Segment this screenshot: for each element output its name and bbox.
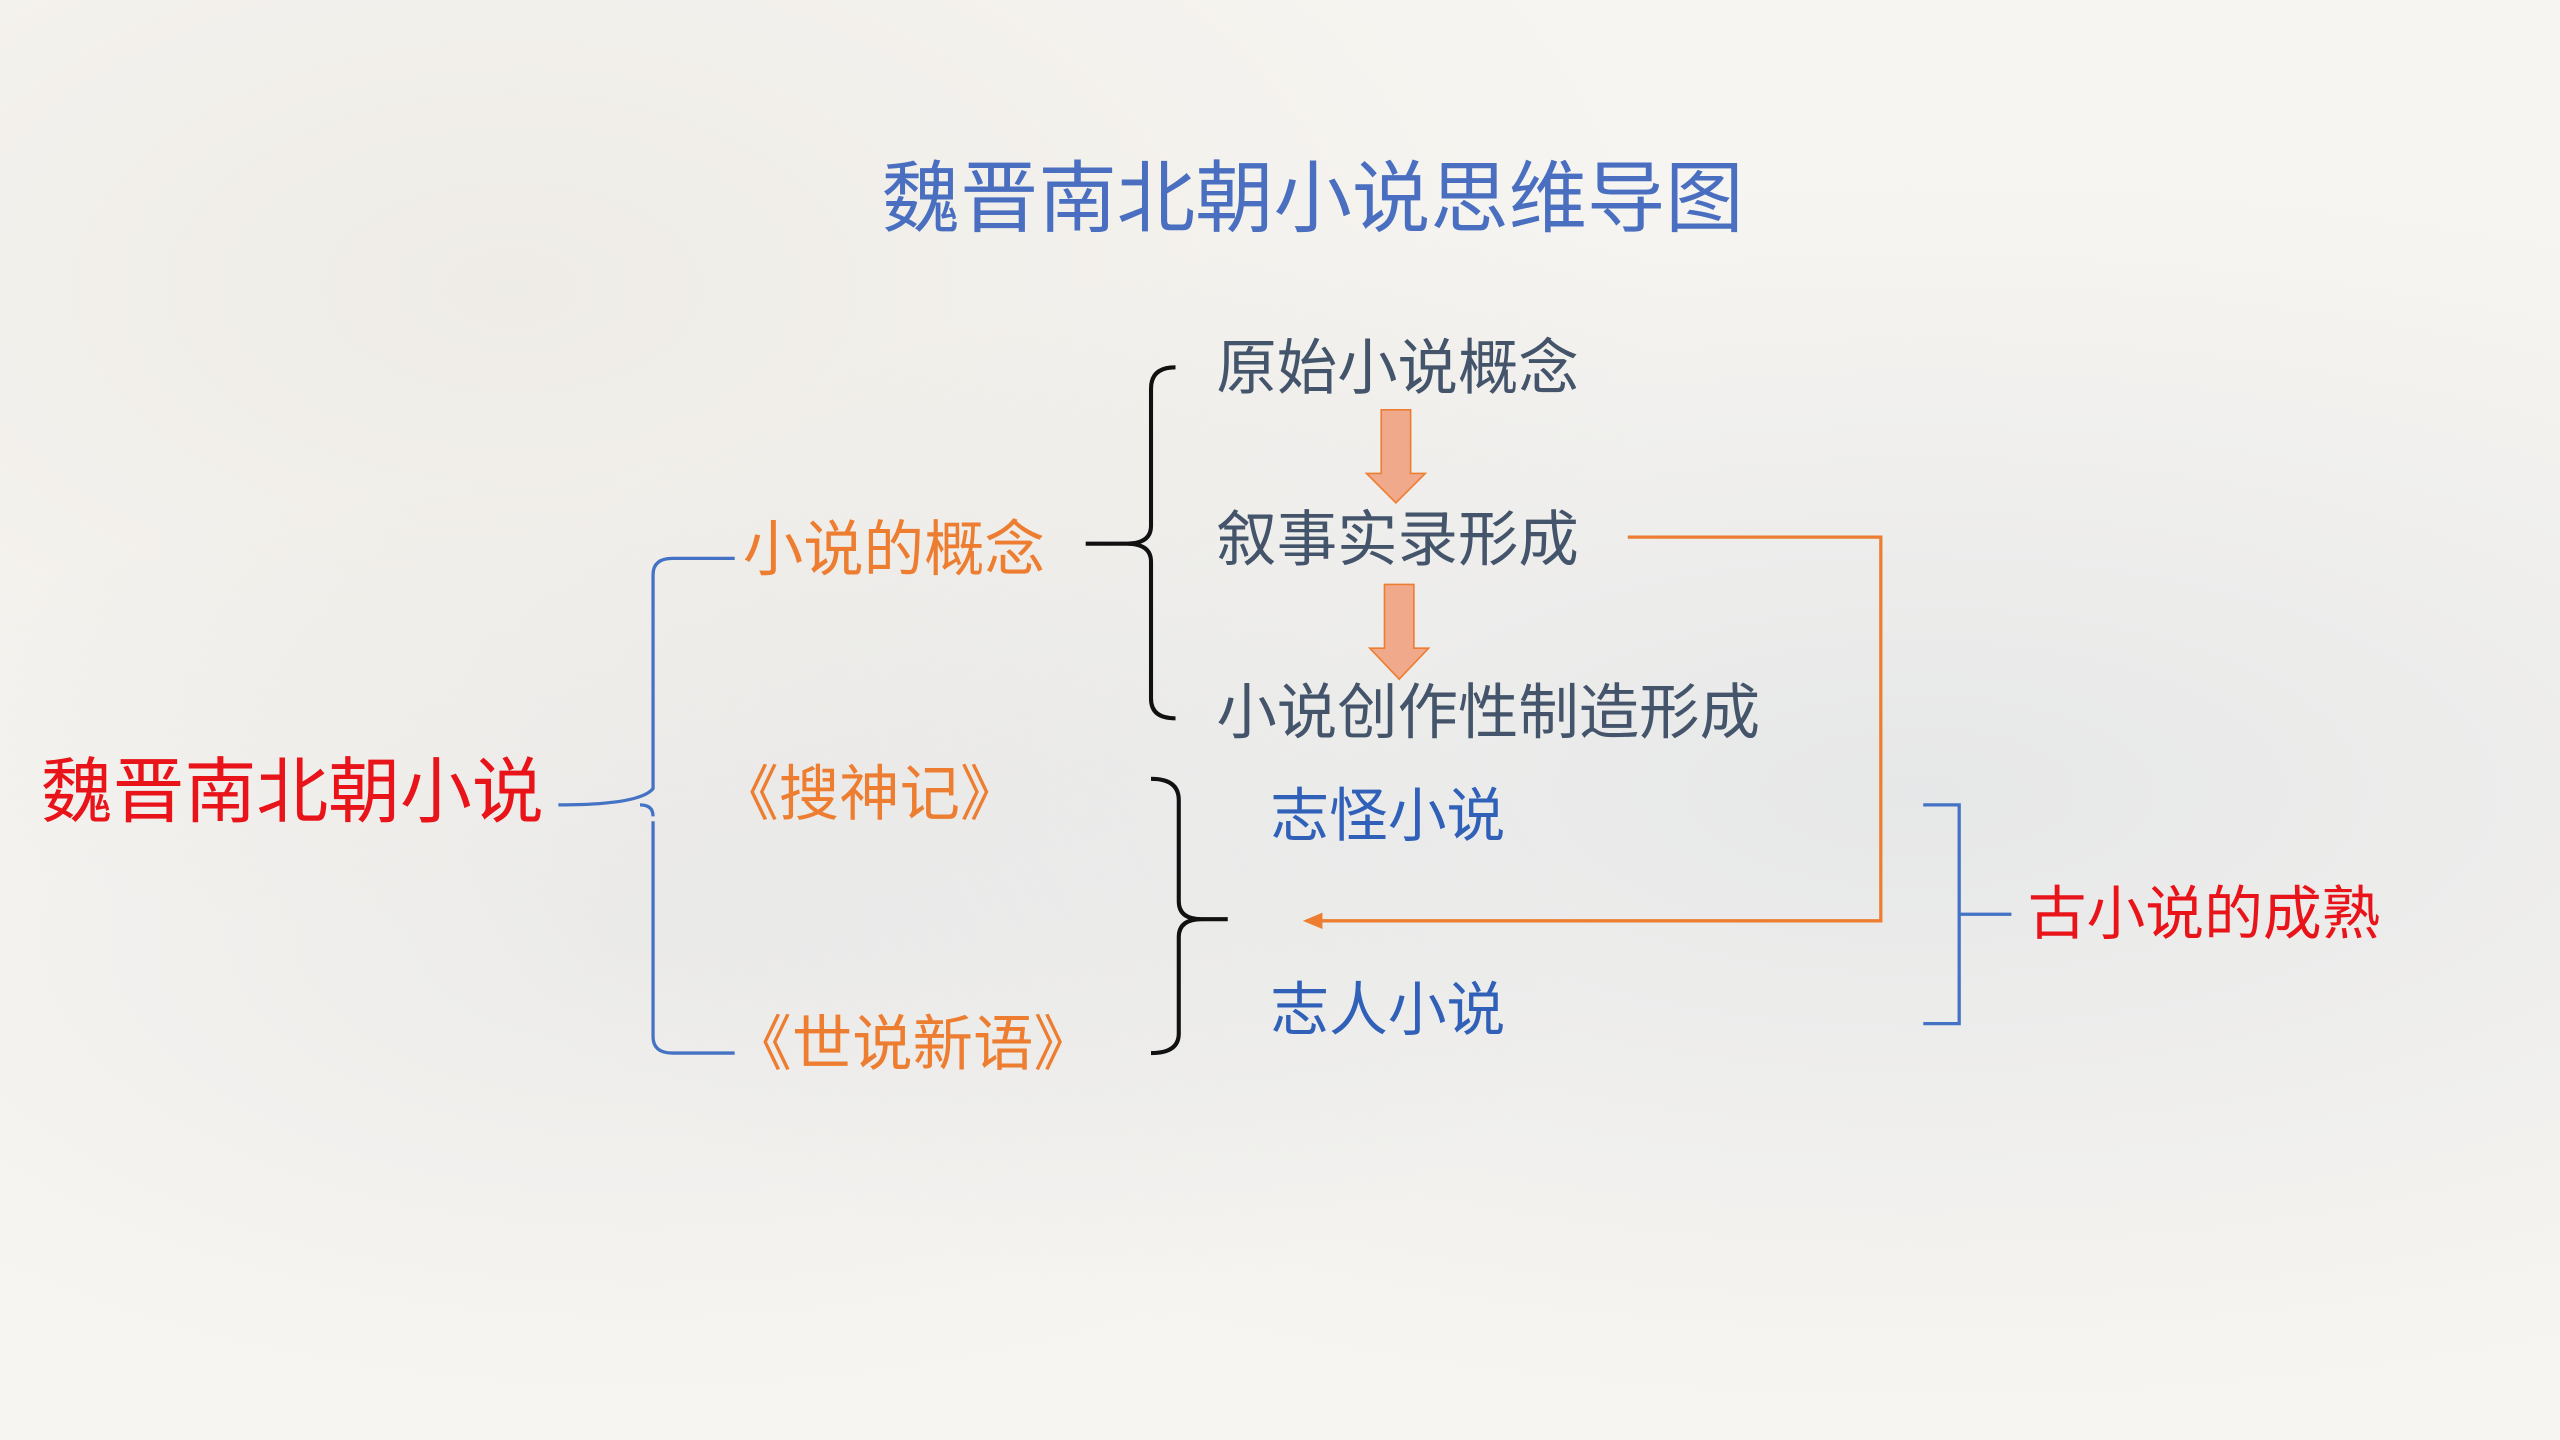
conclusion-bracket	[1923, 803, 2012, 1026]
genre-zhiguai: 志怪小说	[1270, 783, 1506, 851]
stage-narrative-record: 叙事实录形成	[1216, 504, 1579, 575]
genre-brace	[1150, 776, 1228, 1056]
feedback-line	[1319, 535, 1883, 923]
root-node: 魏晋南北朝小说	[40, 751, 544, 835]
concept-brace	[1085, 365, 1176, 721]
branch-soushenji: 《搜神记》	[718, 759, 1021, 830]
branch-shishuo: 《世说新语》	[731, 1008, 1094, 1080]
page-title: 魏晋南北朝小说思维导图	[881, 153, 1744, 245]
genre-zhiren: 志人小说	[1270, 977, 1506, 1045]
down-arrow-icon	[1364, 408, 1428, 505]
down-arrow-icon	[1367, 583, 1431, 681]
branch-concept: 小说的概念	[742, 514, 1045, 585]
root-brace	[558, 556, 735, 1055]
stage-creative-fiction: 小说创作性制造形成	[1216, 677, 1760, 748]
arrowhead-left-icon	[1302, 912, 1323, 929]
conclusion-node: 古小说的成熟	[2027, 881, 2381, 949]
stage-primitive-concept: 原始小说概念	[1216, 333, 1579, 404]
